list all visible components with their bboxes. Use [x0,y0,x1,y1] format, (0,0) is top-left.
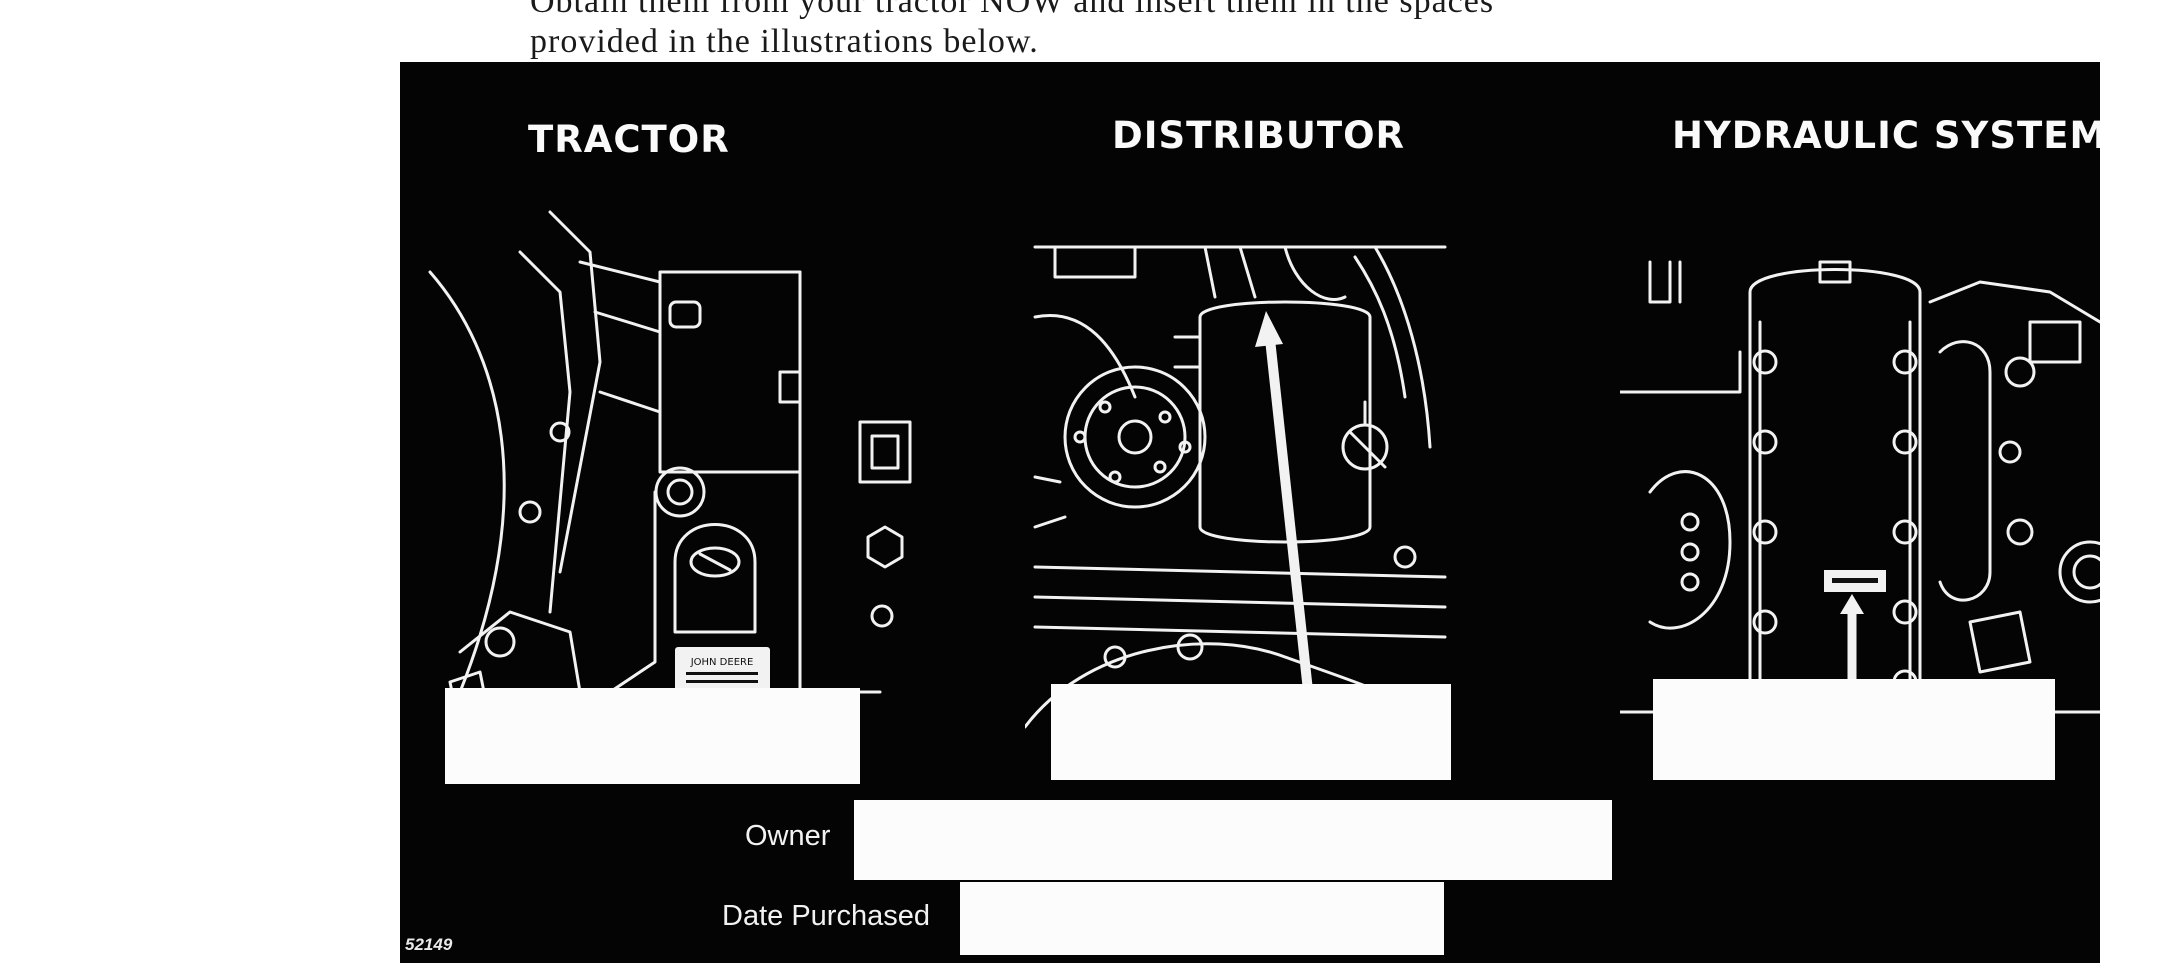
hydraulic-system-heading: HYDRAULIC SYSTEM [1672,114,2100,157]
date-purchased-label: Date Purchased [722,900,930,932]
owner-label: Owner [745,820,831,852]
distributor-serial-number-box[interactable] [1051,684,1451,780]
tractor-serial-plate-text: JOHN DEERE [690,657,754,668]
figure-number: 52149 [405,935,453,954]
hydraulic-system-illustration [1620,260,2100,742]
tractor-illustration: JOHN DEERE [428,210,912,747]
distributor-heading: DISTRIBUTOR [1112,114,1406,157]
intro-text: Obtain them from your tractor NOW and in… [530,0,2090,62]
serial-number-panel: TRACTOR DISTRIBUTOR HYDRAULIC SYSTEM JOH… [400,62,2100,963]
distributor-illustration [1025,245,1447,742]
intro-line-2: provided in the illustrations below. [530,23,1039,60]
owner-field[interactable] [854,800,1612,880]
tractor-serial-number-box[interactable] [445,688,860,784]
intro-line-1: Obtain them from your tractor NOW and in… [530,0,1495,20]
hydraulic-serial-number-box[interactable] [1653,679,2055,780]
tractor-heading: TRACTOR [528,118,730,161]
date-purchased-field[interactable] [960,882,1444,955]
